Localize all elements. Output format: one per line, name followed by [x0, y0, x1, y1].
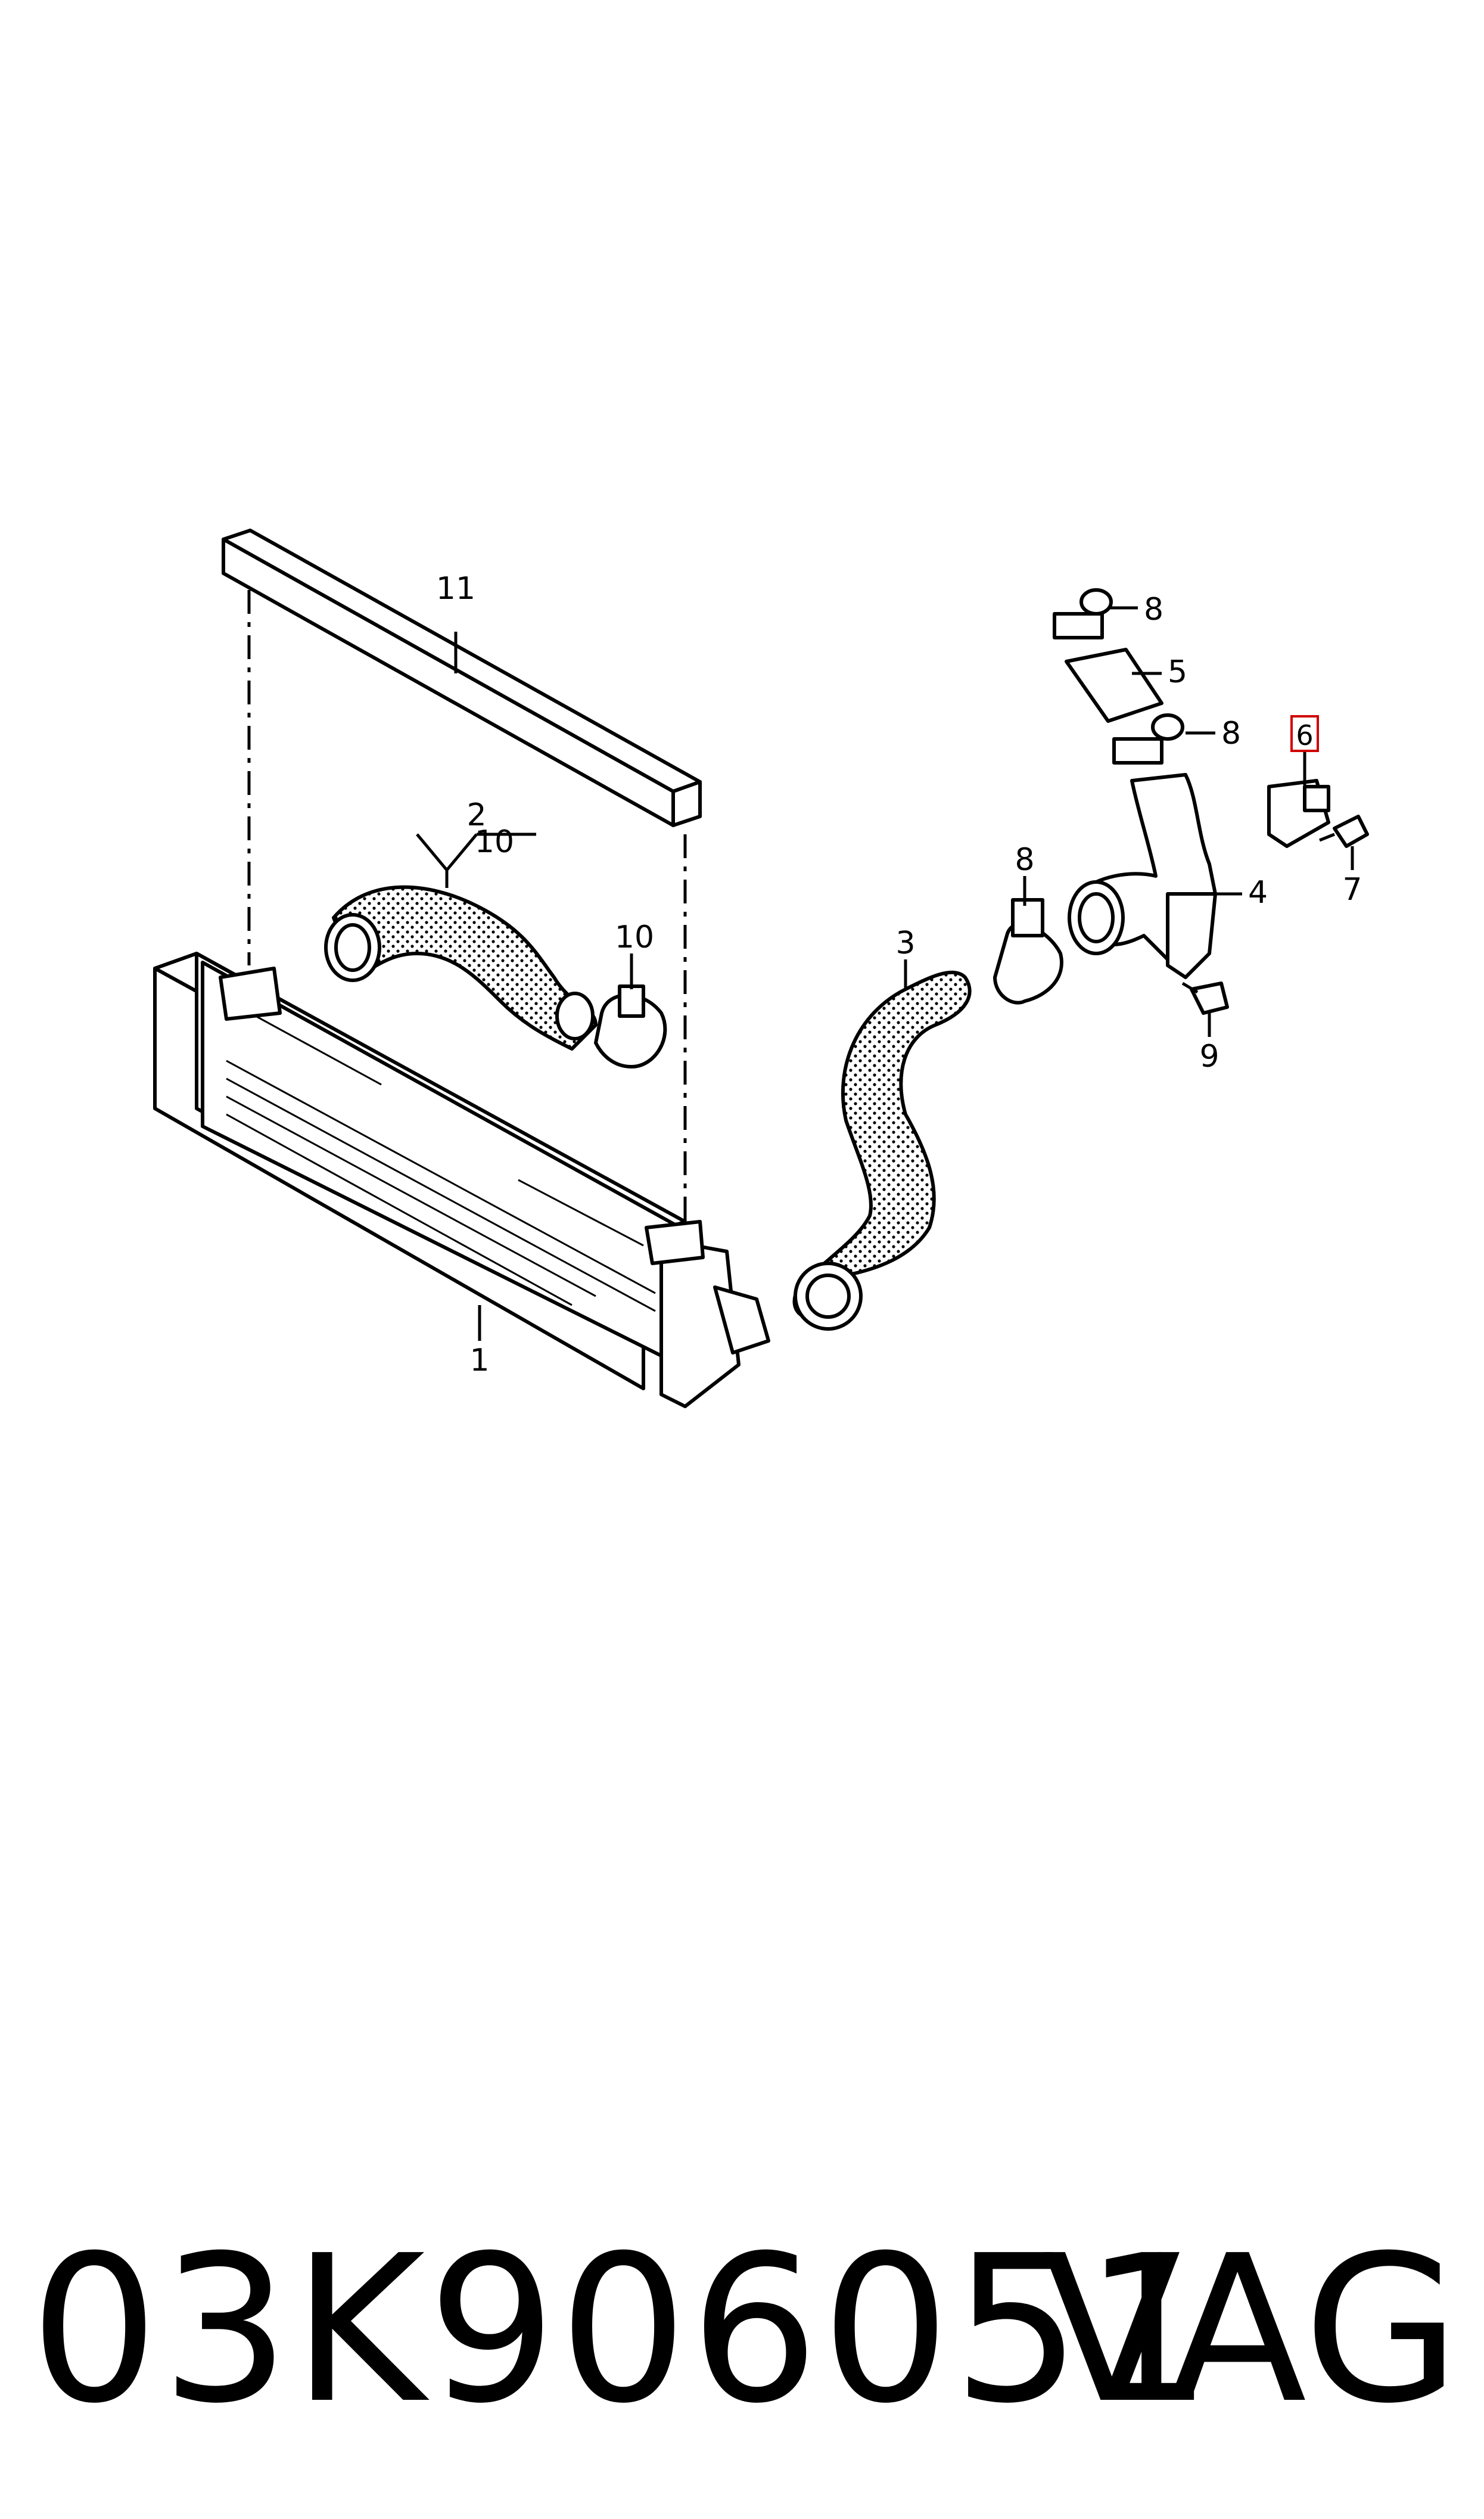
- clamp-part-8-middle: [993, 898, 1063, 1005]
- callout-3: 3: [895, 925, 915, 961]
- callout-9: 9: [1199, 1039, 1219, 1074]
- hose-part-2: [324, 885, 598, 1051]
- leader-2: [416, 833, 536, 888]
- intercooler-part-1: [153, 952, 770, 1408]
- callout-8-top: 8: [1144, 592, 1163, 628]
- brand-name: VAG: [1043, 2212, 1460, 2448]
- callout-10b: 10: [615, 920, 654, 955]
- bolt-part-8-second: [1112, 713, 1184, 765]
- callout-11: 11: [436, 571, 475, 607]
- callout-1: 1: [469, 1343, 489, 1378]
- callout-7: 7: [1342, 872, 1362, 908]
- callout-2: 2: [466, 797, 486, 833]
- callout-4: 4: [1248, 875, 1268, 911]
- callout-8-middle: 8: [1015, 842, 1034, 878]
- footer: 03K906051 VAG: [0, 2205, 1484, 2455]
- sensor-part-6: [1267, 779, 1330, 848]
- hose-part-3: [792, 970, 972, 1331]
- pipe-part-4: [1068, 773, 1217, 979]
- bolt-part-9: [1181, 981, 1229, 1015]
- clamp-part-10: [594, 984, 667, 1069]
- bolt-part-7: [1319, 815, 1369, 848]
- part-number: 03K906051: [30, 2212, 1215, 2448]
- callout-6: 6: [1296, 719, 1313, 751]
- callout-5: 5: [1168, 654, 1187, 690]
- bolt-part-8-top: [1053, 588, 1113, 639]
- gasket-part-5: [1065, 648, 1163, 723]
- callout-8-second: 8: [1221, 716, 1241, 751]
- foam-strip-part-11: [222, 529, 702, 827]
- callout-10a: 10: [475, 824, 514, 860]
- callout-6-highlighted: 6: [1290, 715, 1319, 752]
